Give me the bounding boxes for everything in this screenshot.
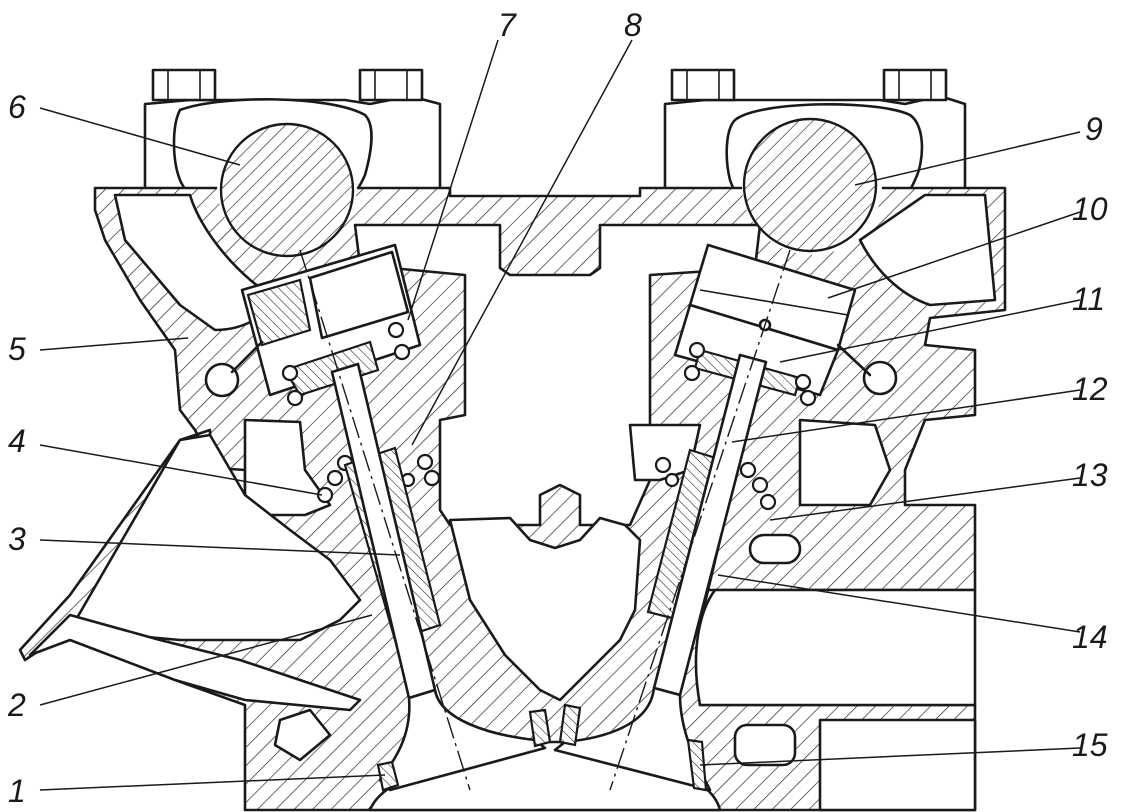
label-13: 13	[1072, 457, 1108, 493]
intake-camshaft	[219, 122, 355, 258]
label-10: 10	[1072, 191, 1108, 227]
leader-14	[717, 574, 1081, 633]
leader-8	[411, 39, 633, 446]
label-11: 11	[1072, 281, 1105, 317]
leader-2	[39, 614, 373, 706]
leader-3	[39, 539, 401, 556]
label-9: 9	[1085, 111, 1103, 147]
exhaust-camshaft	[742, 117, 878, 253]
label-4: 4	[8, 423, 26, 459]
label-6: 6	[8, 89, 26, 125]
leader-12	[731, 389, 1081, 443]
right-valve-assembly	[553, 243, 872, 792]
callout-labels: 1 2 3 4 5 6 7 8 9 10 11 12 13 14 15	[7, 7, 1108, 809]
leader-5	[39, 337, 189, 351]
label-1: 1	[8, 773, 26, 809]
leader-10	[827, 211, 1081, 299]
leader-1	[39, 774, 386, 791]
leader-15	[699, 747, 1081, 766]
label-8: 8	[624, 7, 642, 43]
label-15: 15	[1072, 727, 1108, 763]
label-12: 12	[1072, 371, 1108, 407]
leader-6	[39, 107, 241, 166]
label-7: 7	[498, 7, 517, 43]
label-5: 5	[8, 331, 26, 367]
leader-9	[854, 131, 1081, 186]
leader-13	[769, 477, 1081, 521]
leader-4	[39, 444, 323, 496]
left-valve-assembly	[230, 243, 552, 792]
label-14: 14	[1072, 619, 1108, 655]
leader-7	[407, 39, 499, 321]
leader-lines	[39, 39, 1081, 791]
label-2: 2	[7, 687, 26, 723]
leader-11	[779, 299, 1081, 363]
label-3: 3	[8, 521, 26, 557]
